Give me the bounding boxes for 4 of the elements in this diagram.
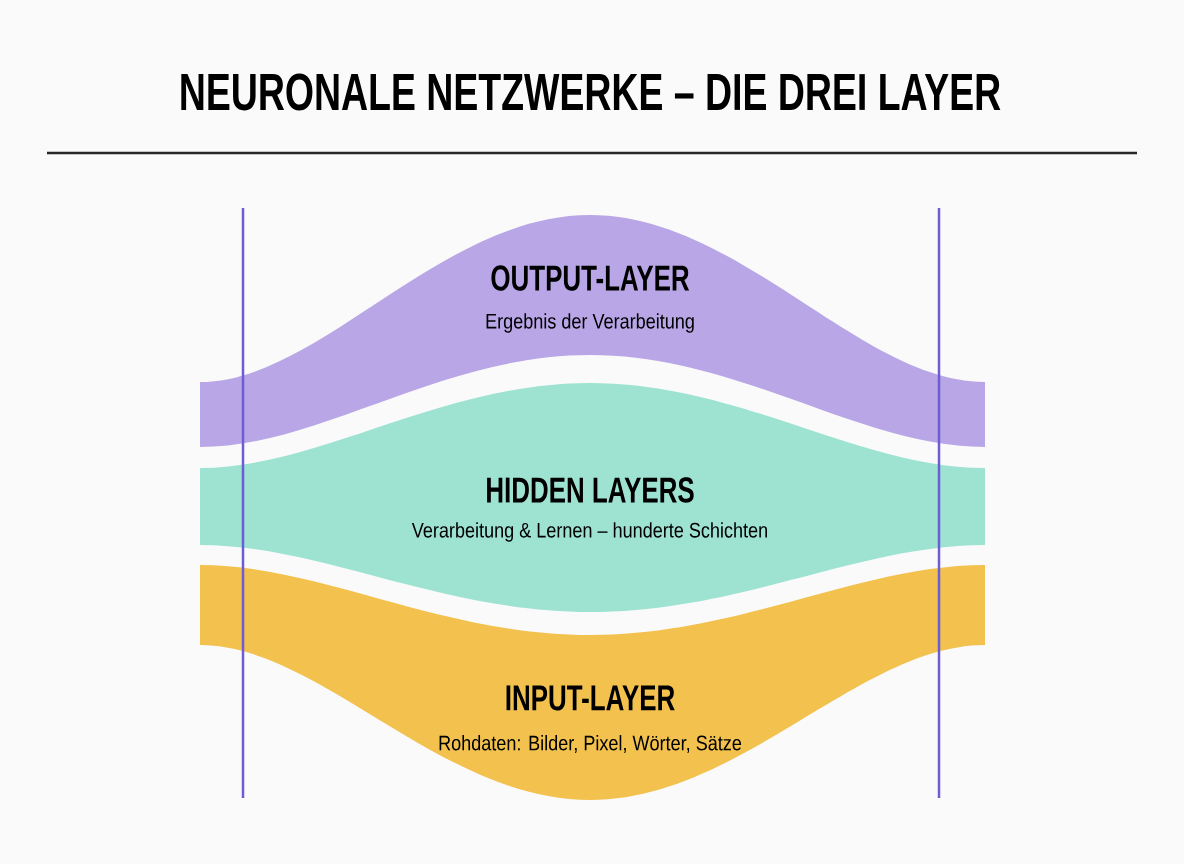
layer-band: INPUT-LAYER Rohdaten: Bilder, Pixel, Wörter, Sätze (200, 565, 985, 800)
layer-band: OUTPUT-LAYER Ergebnis der Verarbeitung (200, 215, 985, 447)
title: NEURONALE NETZWERKE – DIE DREI LAYER (181, 73, 1001, 111)
layer-band: HIDDEN LAYERS Verarbeitung & Lernen – hunderte Schichten (200, 383, 985, 612)
